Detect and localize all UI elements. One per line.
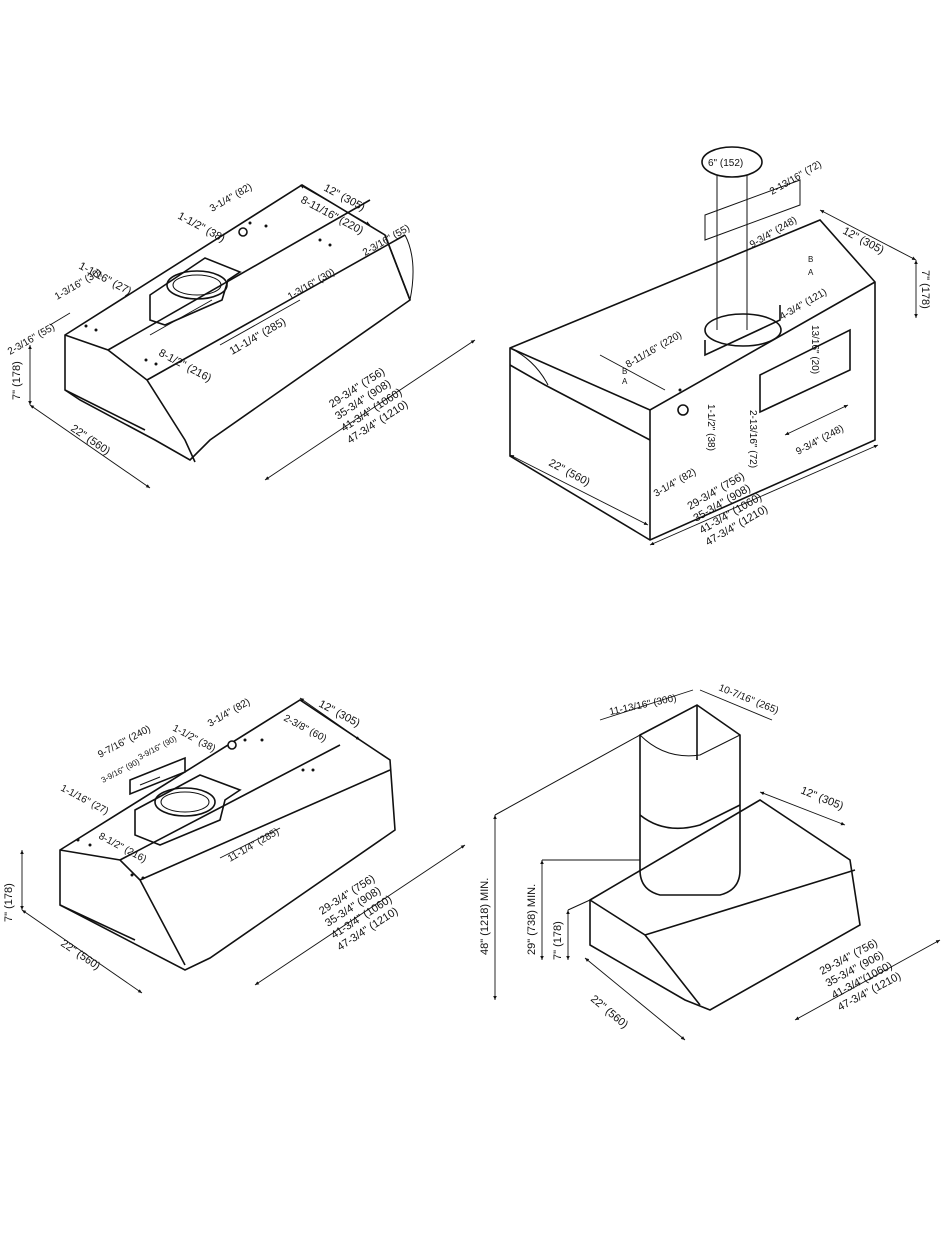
- label-d10: 8-1/2" (216): [157, 347, 214, 385]
- label-d7: 22" (560): [588, 993, 630, 1031]
- label-d8: 8-11/16" (220): [624, 330, 684, 371]
- label-d1: 3-1/4" (82): [208, 182, 254, 215]
- label-depth: 22" (560): [58, 938, 102, 973]
- chimney-cover: [639, 704, 741, 896]
- label-d10: 11-1/4" (285): [226, 826, 281, 864]
- label-depth: 22" (560): [68, 423, 112, 458]
- label-d4: 2-3/8" (60): [282, 713, 329, 745]
- label-d8: 1-1/16" (27): [59, 783, 110, 817]
- diagram-top-vent: 7" (178) 22" (560) 29-3/4" (756) 35-3/4"…: [6, 182, 476, 489]
- label-d7: 1-3/16" (30): [53, 267, 104, 303]
- exhaust-opening-rect: [149, 257, 242, 326]
- label-duct-dia: 6" (152): [708, 158, 743, 169]
- label-d9: 1-1/2" (38): [705, 404, 716, 451]
- label-d6: 7" (178): [552, 921, 564, 960]
- label-d3: 9-3/4" (248): [748, 215, 799, 251]
- diagram-chimney: 11-13/16" (300) 10-7/16" (265) 12" (305)…: [479, 683, 941, 1041]
- hood-outline: [509, 219, 876, 541]
- label-d3: 1-1/2" (38): [176, 210, 227, 245]
- label-d2: 3-1/4" (82): [206, 697, 252, 730]
- label-d9: 8-1/2" (216): [97, 831, 148, 865]
- diagram-rear-vent: 6" (152) 2-13/16" (72) 9-3/4" (248) 12" …: [509, 146, 931, 549]
- label-d8: 1-3/16" (30): [286, 267, 337, 303]
- label-d5: 7" (178): [919, 270, 931, 309]
- label-d5: 29" (738) MIN.: [526, 884, 538, 955]
- label-d2: 2-13/16" (72): [768, 159, 824, 198]
- label-depth: 22" (560): [547, 457, 592, 489]
- label-d2: 10-7/16" (265): [717, 683, 780, 717]
- hood-outline: [589, 799, 861, 1011]
- label-d1: 11-13/16" (300): [608, 693, 677, 718]
- label-d9: 2-3/16" (55): [6, 322, 57, 358]
- label-b: B: [622, 367, 627, 376]
- label-a-rear: A: [808, 268, 814, 277]
- duct-circle-callout: [701, 146, 763, 178]
- label-d5: 2-3/16" (55): [361, 223, 412, 259]
- label-d11: 11-1/4" (285): [228, 316, 289, 358]
- label-a: A: [622, 377, 628, 386]
- wire-knockout: [677, 404, 689, 416]
- diagram-damper: 7" (178) 22" (560) 12" (305) 3-1/4" (82)…: [3, 697, 466, 994]
- round-duct-collar: [704, 313, 782, 347]
- label-b-rear: B: [808, 255, 813, 264]
- wire-knockout: [238, 227, 248, 237]
- exhaust-opening-rect: [134, 774, 242, 846]
- label-d7: 13/16" (20): [809, 325, 820, 374]
- rect-opening: [759, 328, 851, 414]
- label-d4: 48" (1218) MIN.: [479, 878, 491, 955]
- label-d3: 12" (305): [799, 785, 845, 813]
- label-d6: 4-3/4" (121): [778, 287, 829, 323]
- label-d11: 9-3/4" (248): [794, 423, 845, 457]
- label-d13: 3-1/4" (82): [652, 467, 698, 500]
- label-d10: 2-13/16" (72): [747, 410, 758, 468]
- label-height: 7" (178): [11, 361, 23, 400]
- damper-box: [129, 756, 186, 796]
- label-height: 7" (178): [3, 883, 15, 922]
